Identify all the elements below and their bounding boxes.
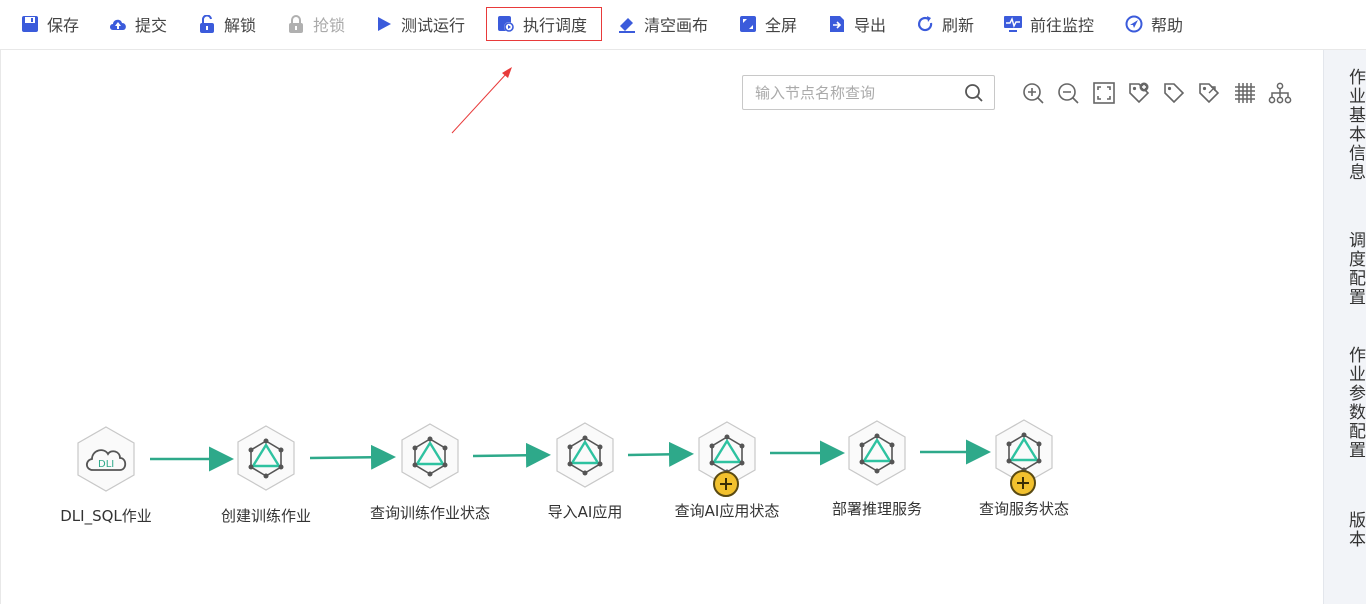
monitor-icon: [1003, 14, 1023, 34]
zoom-out-icon[interactable]: [1056, 81, 1080, 105]
test-run-label: 测试运行: [401, 16, 466, 35]
svg-text:DLI: DLI: [98, 459, 114, 470]
unlock-button[interactable]: 解锁: [197, 7, 256, 41]
grab-lock-label: 抢锁: [313, 16, 346, 35]
node-label: 查询训练作业状态: [369, 504, 491, 522]
grid-icon[interactable]: [1233, 81, 1257, 105]
node-label: 查询AI应用状态: [674, 502, 780, 520]
modelarts-icon: [848, 420, 906, 486]
save-button[interactable]: 保存: [20, 7, 79, 41]
fullscreen-button[interactable]: 全屏: [738, 7, 797, 41]
toolbar: 保存 提交 解锁 抢锁 测试运行 执行调度 清空画布: [0, 0, 1366, 50]
tab-job-params-config[interactable]: 作业参数配置: [1345, 346, 1365, 460]
tag-link-icon[interactable]: [1197, 81, 1221, 105]
node-label: 导入AI应用: [547, 503, 623, 521]
help-label: 帮助: [1151, 16, 1184, 35]
modelarts-icon: [698, 421, 756, 487]
node-import-ai-app[interactable]: [553, 421, 617, 489]
node-label: 创建训练作业: [220, 507, 312, 525]
fullscreen-label: 全屏: [765, 16, 798, 35]
play-icon: [374, 14, 394, 34]
upload-cloud-icon: [108, 14, 128, 34]
tag-add-icon[interactable]: [1127, 81, 1151, 105]
clear-canvas-button[interactable]: 清空画布: [617, 7, 708, 41]
modelarts-icon: [401, 423, 459, 489]
node-label: 部署推理服务: [831, 500, 923, 518]
refresh-label: 刷新: [942, 16, 975, 35]
save-label: 保存: [47, 16, 80, 35]
node-label: 查询服务状态: [978, 500, 1070, 518]
refresh-icon: [915, 14, 935, 34]
save-icon: [20, 14, 40, 34]
lock-icon: [286, 14, 306, 34]
node-query-training-status[interactable]: [398, 422, 462, 490]
execute-schedule-label: 执行调度: [523, 16, 588, 35]
export-icon: [827, 14, 847, 34]
node-create-training-job[interactable]: [234, 424, 298, 492]
fullscreen-icon: [738, 14, 758, 34]
tab-schedule-config[interactable]: 调度配置: [1345, 231, 1365, 307]
node-dli-sql[interactable]: DLI: [74, 425, 138, 493]
unlock-icon: [197, 14, 217, 34]
schedule-icon: [496, 14, 516, 34]
export-label: 导出: [854, 16, 887, 35]
go-monitor-label: 前往监控: [1030, 16, 1095, 35]
fit-screen-icon[interactable]: [1092, 81, 1116, 105]
eraser-icon: [617, 14, 637, 34]
clear-canvas-label: 清空画布: [644, 16, 709, 35]
submit-label: 提交: [135, 16, 168, 35]
refresh-button[interactable]: 刷新: [915, 7, 974, 41]
tag-icon[interactable]: [1162, 81, 1186, 105]
submit-button[interactable]: 提交: [108, 7, 167, 41]
grab-lock-button[interactable]: 抢锁: [286, 7, 345, 41]
test-run-button[interactable]: 测试运行: [374, 7, 465, 41]
zoom-in-icon[interactable]: [1021, 81, 1045, 105]
hierarchy-icon[interactable]: [1268, 81, 1292, 105]
help-icon: [1124, 14, 1144, 34]
add-branch-button[interactable]: [1010, 470, 1036, 496]
node-query-ai-app-status[interactable]: [695, 420, 759, 488]
unlock-label: 解锁: [224, 16, 257, 35]
export-button[interactable]: 导出: [827, 7, 886, 41]
execute-schedule-button[interactable]: 执行调度: [486, 7, 603, 41]
node-search: [742, 75, 995, 110]
add-branch-button[interactable]: [713, 471, 739, 497]
tab-version[interactable]: 版本: [1345, 511, 1365, 549]
right-sidebar: 作业基本信息 调度配置 作业参数配置 版本: [1323, 50, 1366, 604]
node-label: DLI_SQL作业: [60, 507, 152, 525]
node-deploy-inference-service[interactable]: [845, 419, 909, 487]
tab-job-basic-info[interactable]: 作业基本信息: [1345, 68, 1365, 182]
search-icon[interactable]: [964, 83, 984, 107]
help-button[interactable]: 帮助: [1124, 7, 1183, 41]
node-search-input[interactable]: [755, 82, 955, 104]
modelarts-icon: [556, 422, 614, 488]
modelarts-icon: [237, 425, 295, 491]
go-monitor-button[interactable]: 前往监控: [1003, 7, 1094, 41]
workflow-canvas[interactable]: [0, 50, 1323, 604]
dli-cloud-icon: DLI: [77, 426, 135, 492]
